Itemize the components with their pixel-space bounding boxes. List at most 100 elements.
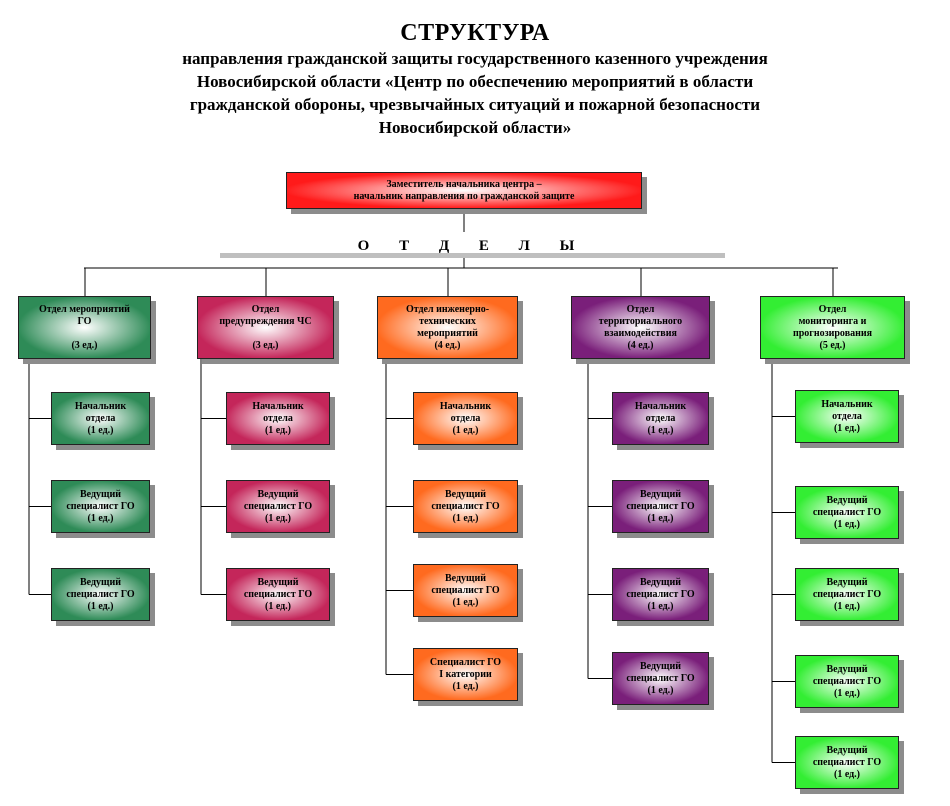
position-line: специалист ГО	[431, 584, 500, 596]
dept-header-line: технических	[419, 315, 476, 327]
position-line: Ведущий	[79, 488, 121, 500]
position-line: отдела	[450, 412, 481, 424]
dept-header-line: (4 ед.)	[627, 339, 654, 351]
dept-header-line: Отдел	[818, 303, 847, 315]
position-line: Ведущий	[639, 660, 681, 672]
position-line: (1 ед.)	[833, 768, 861, 780]
position-line: (1 ед.)	[647, 684, 674, 696]
dept-header-line: (3 ед.)	[71, 339, 98, 351]
position-line: отдела	[645, 412, 676, 424]
position-line: (1 ед.)	[647, 512, 674, 524]
position-line: Ведущий	[826, 576, 868, 588]
position-line: Ведущий	[444, 572, 486, 584]
dept-header-line: (5 ед.)	[819, 339, 846, 351]
position-line: отдела	[263, 412, 293, 424]
position-line: I категории	[439, 668, 492, 680]
position-line: Ведущий	[639, 576, 681, 588]
position-line: специалист ГО	[812, 506, 882, 518]
dept-header-line: Отдел	[251, 303, 280, 315]
dept-header-line	[219, 328, 311, 340]
position-line: специалист ГО	[626, 588, 695, 600]
position-line: Начальник	[821, 398, 873, 410]
position-line: специалист ГО	[812, 588, 882, 600]
position-line: Ведущий	[826, 663, 868, 675]
position-line: Начальник	[439, 400, 492, 412]
position-line: (1 ед.)	[87, 600, 114, 612]
position-line: Ведущий	[826, 744, 868, 756]
position-line: (1 ед.)	[264, 512, 292, 524]
position-line: специалист ГО	[243, 588, 313, 600]
position-line: (1 ед.)	[264, 600, 292, 612]
dept-header-line: мониторинга и	[798, 315, 867, 327]
position-line: Ведущий	[826, 494, 868, 506]
position-line: Ведущий	[79, 576, 121, 588]
position-line: специалист ГО	[66, 500, 135, 512]
dept-header-line: ГО	[77, 315, 92, 327]
dept-header-line: Отдел	[626, 303, 655, 315]
dept-header-line: (4 ед.)	[434, 339, 461, 351]
position-line: (1 ед.)	[452, 680, 479, 692]
subtitle-line: Новосибирской области»	[378, 118, 572, 137]
position-line: Начальник	[634, 400, 687, 412]
position-line: специалист ГО	[812, 675, 882, 687]
position-line: (1 ед.)	[87, 424, 114, 436]
head-box-line: начальник направления по гражданской защ…	[353, 190, 575, 202]
position-line: Начальник	[74, 400, 127, 412]
subtitle-line: Новосибирской области «Центр по обеспече…	[196, 72, 754, 91]
position-line: (1 ед.)	[647, 600, 674, 612]
position-line: (1 ед.)	[452, 512, 479, 524]
position-line: Ведущий	[639, 488, 681, 500]
position-line: (1 ед.)	[833, 518, 861, 530]
position-line: (1 ед.)	[833, 687, 861, 699]
position-line: отдела	[832, 410, 862, 422]
position-line: специалист ГО	[812, 756, 882, 768]
dept-header-line: Отдел инженерно-	[405, 303, 490, 315]
position-line: специалист ГО	[626, 500, 695, 512]
dept-header-line: территориального	[598, 315, 683, 327]
position-line: (1 ед.)	[647, 424, 674, 436]
page-title: СТРУКТУРА	[400, 20, 550, 46]
position-line: Ведущий	[257, 488, 299, 500]
position-line: отдела	[85, 412, 116, 424]
position-line: (1 ед.)	[452, 424, 479, 436]
page-subtitle: направления гражданской защиты государст…	[0, 47, 950, 139]
dept-header-line: предупреждения ЧС	[219, 315, 312, 327]
position-line: (1 ед.)	[452, 596, 479, 608]
dept-header-line: взаимодействия	[604, 327, 677, 339]
position-line: Начальник	[252, 400, 304, 412]
position-line: Ведущий	[257, 576, 299, 588]
dept-header-line: прогнозирования	[792, 327, 873, 339]
position-line: специалист ГО	[431, 500, 500, 512]
subtitle-line: направления гражданской защиты государст…	[182, 49, 768, 68]
dept-header-line: Отдел мероприятий	[39, 303, 130, 315]
position-line: (1 ед.)	[833, 422, 860, 434]
position-line: (1 ед.)	[87, 512, 114, 524]
position-line: специалист ГО	[626, 672, 695, 684]
head-box-line: Заместитель начальника центра –	[386, 178, 542, 190]
dept-header-line: мероприятий	[417, 327, 478, 339]
departments-label: О Т Д Е Л Ы	[220, 238, 725, 258]
dept-header-line	[39, 328, 130, 340]
